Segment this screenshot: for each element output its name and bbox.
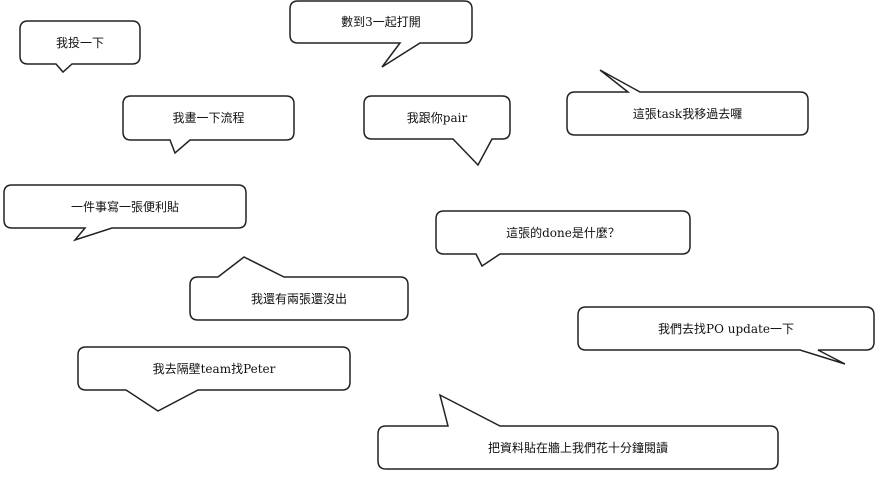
speech-bubble-shape: [19, 20, 141, 74]
bubble-text-po-update: 我們去找PO update一下: [658, 321, 794, 336]
speech-bubble-shape: [3, 184, 247, 242]
bubble-text-pair: 我跟你pair: [406, 110, 468, 125]
bubble-text-one-sticky: 一件事寫一張便利貼: [70, 199, 179, 214]
bubble-text-vote: 我投一下: [55, 35, 104, 50]
speech-bubble-shape: [435, 210, 691, 268]
speech-bubble-shape: [566, 69, 809, 136]
bubble-text-move-task: 這張task我移過去囉: [632, 106, 743, 121]
speech-bubble-shape: [122, 95, 295, 155]
speech-bubble-shape: [363, 95, 511, 167]
speech-bubble-shape: [577, 306, 875, 365]
bubble-text-draw-flow: 我畫一下流程: [172, 111, 245, 125]
speech-bubble-shape: [377, 393, 779, 470]
speech-bubble-shape: [189, 256, 409, 321]
bubble-text-find-peter: 我去隔壁team找Peter: [152, 361, 276, 376]
bubble-text-definition-of-done: 這張的done是什麼？: [506, 225, 620, 240]
bubble-text-count-to-three: 數到3一起打開: [341, 15, 421, 29]
bubble-text-read-wall: 把資料貼在牆上我們花十分鐘閱讀: [487, 440, 668, 455]
speech-bubble-shape: [289, 0, 473, 68]
bubble-text-two-cards-left: 我還有兩張還沒出: [250, 291, 347, 306]
speech-bubble-shape: [77, 346, 351, 412]
